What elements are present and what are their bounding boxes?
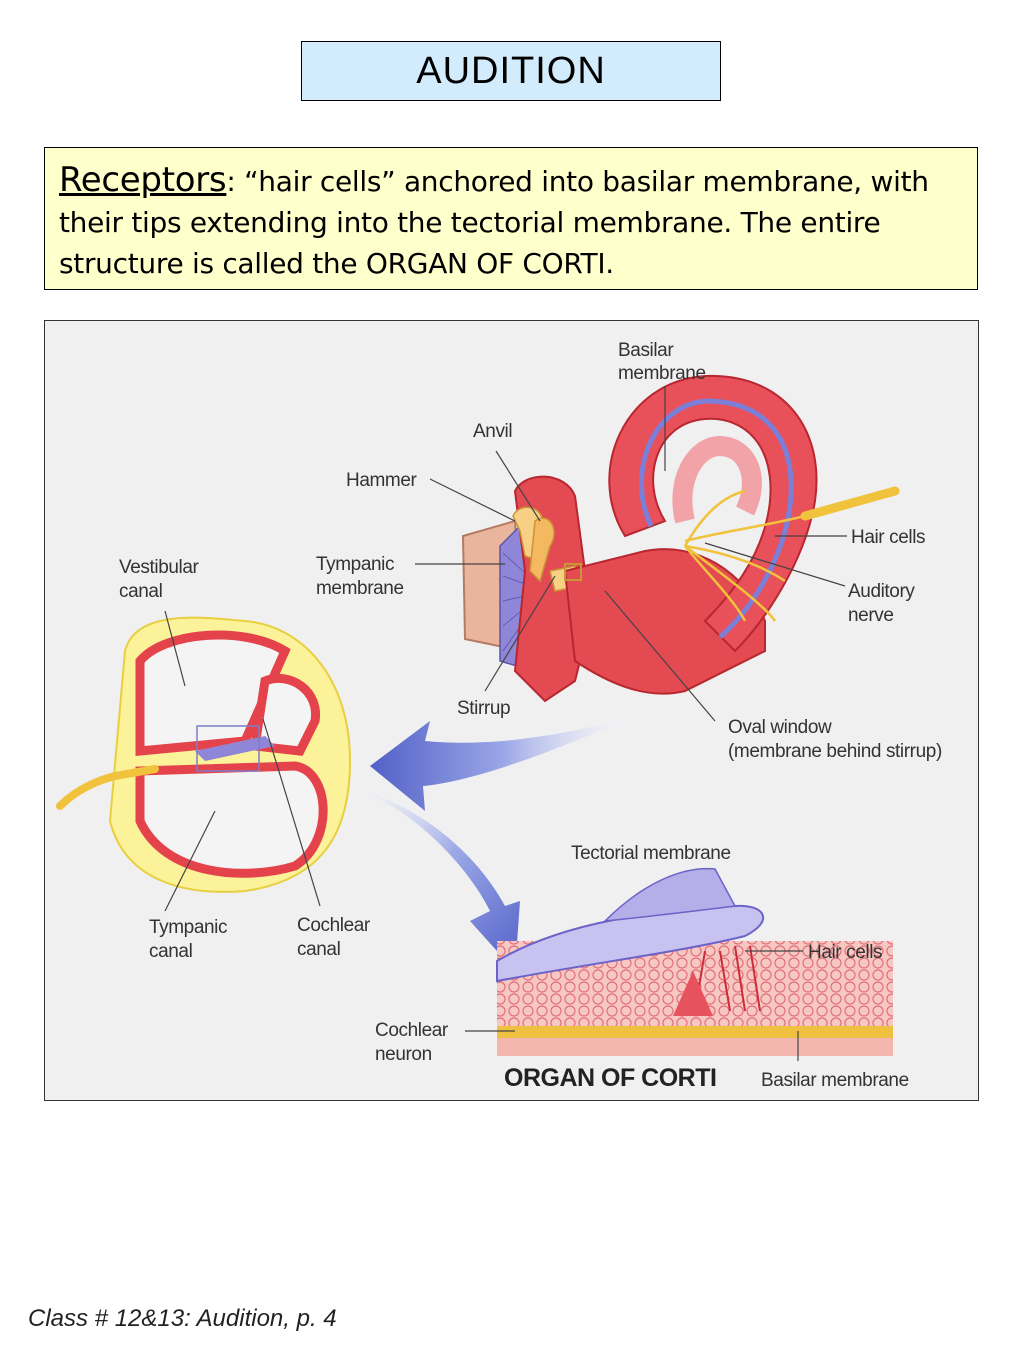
tympanic-canal-label-2: canal xyxy=(149,941,192,962)
stirrup-label: Stirrup xyxy=(457,698,510,719)
basilar-membrane-label-top-2: membrane xyxy=(618,363,706,384)
cochlea-overview: Basilar membrane Anvil Hammer Tympanic m… xyxy=(316,340,942,762)
receptors-keyword: Receptors xyxy=(59,160,227,200)
tectorial-membrane-label: Tectorial membrane xyxy=(571,843,731,864)
tympanic-canal-label: Tympanic xyxy=(149,917,227,938)
cochlea-cross-section: Vestibular canal Tympanic canal Cochlear… xyxy=(56,557,371,962)
hair-cells-label-top: Hair cells xyxy=(851,527,925,548)
hair-cells-label-bottom: Hair cells xyxy=(808,942,882,963)
cochlear-canal-label: Cochlear xyxy=(297,915,371,936)
organ-of-corti-label: ORGAN OF CORTI xyxy=(504,1064,716,1092)
ear-diagram: Basilar membrane Anvil Hammer Tympanic m… xyxy=(44,320,979,1101)
page-title: AUDITION xyxy=(301,41,721,101)
auditory-nerve-label-2: nerve xyxy=(848,605,894,626)
vestibular-canal-label: Vestibular xyxy=(119,557,200,578)
description-text: “hair cells” anchored into basilar membr… xyxy=(59,165,929,280)
zoom-arrows xyxy=(345,716,635,971)
description-colon: : xyxy=(226,165,245,198)
cochlear-neuron-label: Cochlear xyxy=(375,1020,449,1041)
basilar-membrane-label-bottom: Basilar membrane xyxy=(761,1070,909,1091)
anvil-label: Anvil xyxy=(473,421,512,442)
description-box: Receptors: “hair cells” anchored into ba… xyxy=(44,147,978,290)
tympanic-membrane-label-2: membrane xyxy=(316,578,404,599)
cochlear-neuron-label-2: neuron xyxy=(375,1044,432,1065)
vestibular-canal-label-2: canal xyxy=(119,581,162,602)
oval-window-label: Oval window xyxy=(728,717,832,738)
organ-of-corti-detail: Tectorial membrane Hair cells Cochlear n… xyxy=(375,843,909,1092)
hammer-label: Hammer xyxy=(346,470,418,491)
tympanic-membrane-label: Tympanic xyxy=(316,554,394,575)
auditory-nerve-label: Auditory xyxy=(848,581,915,602)
basilar-membrane-label-top: Basilar xyxy=(618,340,674,361)
page-footer: Class # 12&13: Audition, p. 4 xyxy=(28,1305,337,1332)
cochlear-canal-label-2: canal xyxy=(297,939,340,960)
oval-window-label-2: (membrane behind stirrup) xyxy=(728,741,942,762)
